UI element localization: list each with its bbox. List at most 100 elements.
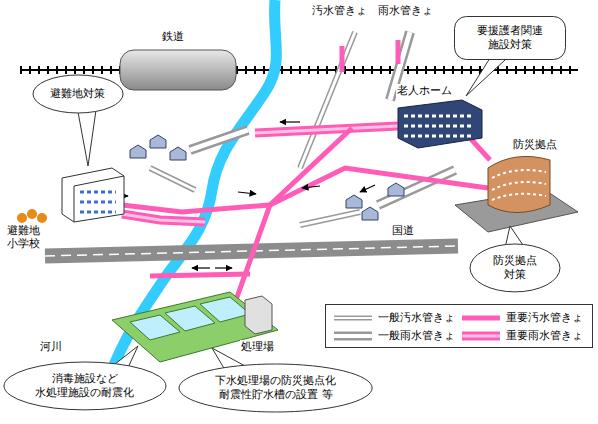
base-building <box>488 156 550 212</box>
plant-building <box>245 296 272 334</box>
treatment-plant <box>112 292 278 362</box>
rain-pipe <box>190 130 248 150</box>
label-text: 老人ホーム <box>396 84 453 97</box>
tree <box>27 209 37 219</box>
callout-text: 消毒施設など 水処理施設の耐震化 <box>32 372 138 400</box>
label-text: 防災拠点 <box>512 138 558 151</box>
callout-text: 下水処理場の防災拠点化 耐震性貯水槽の設置 等 <box>212 374 340 402</box>
important-rain-pipe <box>255 126 398 133</box>
callout-content: 要援護者関連 施設対策 <box>454 16 566 60</box>
legend-sample <box>332 311 374 325</box>
house <box>388 183 404 196</box>
callout-content: 下水処理場の防災拠点化 耐震性貯水槽の設置 等 <box>178 363 373 413</box>
callout-text: 要援護者関連 施設対策 <box>474 24 547 52</box>
legend-sample <box>460 329 502 343</box>
callout-content: 避難地対策 <box>32 74 124 114</box>
callout-ellipse <box>470 244 560 292</box>
important-rain-pipe <box>255 126 398 133</box>
house <box>170 147 186 160</box>
houses <box>130 135 404 220</box>
flow-arrow <box>360 185 375 192</box>
railway-tunnel <box>120 50 236 90</box>
legend-text: 一般汚水管きょ <box>378 311 455 324</box>
callout-text: 避難地対策 <box>50 87 105 101</box>
callout-ellipse <box>33 75 123 113</box>
callout-rect <box>455 17 566 60</box>
house <box>362 207 378 220</box>
important-sewage-pipe <box>122 205 270 212</box>
legend-sample <box>460 311 502 325</box>
label-text: 処理場 <box>240 340 275 353</box>
legend-box: 一般汚水管きょ 重要汚水管きょ一般雨水管きょ 重要雨水管きょ <box>325 304 593 348</box>
house <box>150 135 166 148</box>
nursing-home-building <box>398 100 482 148</box>
callout-text: 防災拠点 対策 <box>490 254 541 282</box>
label-text: 国道 <box>392 224 414 237</box>
important-rain-pipe <box>122 214 205 222</box>
house <box>346 195 362 208</box>
disaster-base <box>455 156 578 232</box>
important-pipes <box>122 40 490 300</box>
tree <box>17 213 27 223</box>
sewage-pipe <box>150 168 195 190</box>
callout-content: 防災拠点 対策 <box>469 243 561 293</box>
school-edge <box>74 176 124 186</box>
callout-bubble: 要援護者関連 施設対策 <box>454 16 566 60</box>
callout-bubble: 避難地対策 <box>32 74 124 114</box>
house <box>130 145 146 158</box>
flow-arrow <box>215 267 232 268</box>
callout-ellipse <box>179 364 372 412</box>
legend-sample-line <box>334 334 372 338</box>
callout-content: 消毒施設など 水処理施設の耐震化 <box>3 361 167 411</box>
callout-tail <box>466 58 505 96</box>
legend-text: 重要汚水管きょ <box>506 311 583 324</box>
flow-arrow <box>302 186 320 188</box>
callout-ellipse <box>4 362 166 410</box>
label-text: 河川 <box>40 340 62 353</box>
important-sewage-pipe <box>470 138 490 160</box>
flow-arrows <box>110 122 375 268</box>
school <box>17 168 124 223</box>
label-text: 鉄道 <box>162 30 184 43</box>
rain-pipe <box>190 130 248 150</box>
flow-arrow <box>192 267 210 268</box>
flow-arrow <box>238 192 256 194</box>
important-sewage-pipe <box>150 274 250 276</box>
callout-bubble: 防災拠点 対策 <box>469 243 561 293</box>
important-sewage-pipe <box>270 168 488 205</box>
school-building <box>62 168 124 222</box>
legend-sample-line <box>334 332 372 341</box>
important-rain-pipe <box>122 214 205 222</box>
label-text: 汚水管きょ <box>312 4 367 17</box>
base-windows <box>492 170 546 200</box>
legend-sample-line <box>334 316 372 321</box>
legend-sample-line <box>462 335 500 338</box>
legend-text: 重要雨水管きょ <box>506 329 583 342</box>
legend-sample <box>332 329 374 343</box>
important-sewage-pipe <box>396 40 401 64</box>
important-sewage-pipe <box>340 46 345 72</box>
sewage-pipe <box>300 212 360 225</box>
callout-bubble: 消毒施設など 水処理施設の耐震化 <box>3 361 167 411</box>
legend-text: 一般雨水管きょ <box>378 329 455 342</box>
tree <box>37 213 47 223</box>
nursing-home-windows <box>404 116 474 136</box>
school-edge <box>74 186 75 222</box>
legend-sample-line <box>334 317 372 319</box>
plant-ground <box>112 292 278 362</box>
callout-bubble: 下水処理場の防災拠点化 耐震性貯水槽の設置 等 <box>178 363 373 413</box>
sewage-pipe <box>150 168 195 190</box>
school-windows <box>80 192 116 212</box>
important-sewage-pipe <box>236 128 352 300</box>
label-text: 雨水管きょ <box>378 4 433 17</box>
flow-arrow <box>280 121 300 122</box>
treatment-tank <box>200 297 250 322</box>
nursing-home <box>398 100 482 148</box>
callout-tail <box>78 110 96 166</box>
label-text: 避難地 小学校 <box>4 224 44 250</box>
legend-sample-line <box>462 316 500 321</box>
sewage-pipe <box>300 212 360 225</box>
legend-sample-line <box>462 332 500 341</box>
